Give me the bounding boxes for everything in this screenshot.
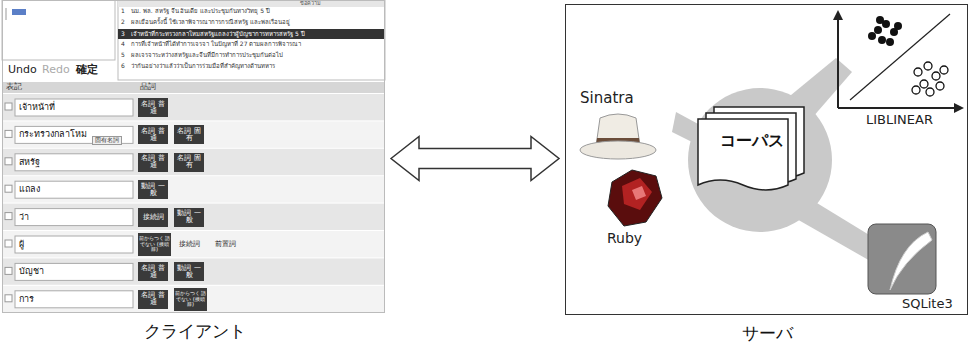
axis-head <box>833 10 843 20</box>
pos-tag: 名詞 固有 <box>174 153 204 172</box>
client-panel: クライアント <box>2 0 385 313</box>
pos-tag: 名詞 普通 <box>138 262 168 281</box>
pos-tag: 動詞 一般 <box>174 262 204 281</box>
button-label: Redo <box>42 64 70 77</box>
word-text: แถลง <box>19 184 40 194</box>
table-row <box>2 121 385 147</box>
sentence-text: การที่เจ้าหน้าที่ได้ทำการเจรจา ในปัญหาที… <box>131 41 301 48</box>
row-number: 3 <box>121 31 125 38</box>
word-text: ผู้ <box>19 239 24 249</box>
node-label: コーパス <box>696 131 808 152</box>
sentence-text: เจ้าหน้าที่กระทรวงกลาโหมสหรัฐแถลงว่าผู้บ… <box>131 31 305 38</box>
tree-pane <box>2 0 115 60</box>
word-input <box>15 209 133 226</box>
panel-caption: クライアント <box>3 320 386 343</box>
panel-caption: サーバ <box>566 322 969 344</box>
word-text: บัญชา <box>19 266 44 276</box>
word-input <box>15 154 133 171</box>
word-text: การ <box>19 294 34 304</box>
gem-facet <box>622 178 652 210</box>
table-row <box>2 286 385 312</box>
sentence-text: นม. พล. สหรัฐ จีน อินเดีย และประชุมกันทา… <box>131 8 270 15</box>
pos-tag: 名詞 普通 <box>138 98 168 117</box>
hat-brim <box>580 141 656 159</box>
selected-row <box>118 29 385 39</box>
list-header <box>118 0 385 7</box>
word-text: ว่า <box>19 212 29 222</box>
pos-tag: 名詞 普通 <box>138 153 168 172</box>
checkbox <box>5 185 12 192</box>
word-input <box>15 236 133 253</box>
pos-tag: 前置詞 <box>210 235 240 254</box>
pos-tag: 動詞 一般 <box>138 180 168 199</box>
row-number: 4 <box>121 41 125 48</box>
checkbox <box>5 158 12 165</box>
table-row <box>2 204 385 230</box>
sentence-text: ผลเจรจาระหว่างสหรัฐและจีนที่มีการทำการปร… <box>131 52 283 59</box>
axis <box>838 107 958 109</box>
pos-tag: 名詞 普通 <box>138 125 168 144</box>
checkbox <box>5 240 12 247</box>
table-row <box>2 258 385 284</box>
document-stack <box>696 105 808 197</box>
sqlite-icon <box>868 224 936 294</box>
row-number: 1 <box>121 8 125 15</box>
pos-tag: 前からつく 語でない (接頭辞) <box>174 288 207 311</box>
sentence-list <box>118 0 385 80</box>
button-label: Undo <box>8 64 37 77</box>
word-text: สหรัฐ <box>19 157 40 167</box>
row-number: 2 <box>121 19 125 26</box>
table-row <box>2 176 385 202</box>
checkbox <box>5 295 12 302</box>
sentence-text: ว่ากันอย่างว่าแล้วว่าเป็นการร่วมมือที่สำ… <box>131 63 275 70</box>
table-rows <box>2 94 385 312</box>
axis-head <box>954 103 964 113</box>
word-input <box>15 181 133 198</box>
pos-tag: 接続詞 <box>174 235 204 254</box>
row-number: 5 <box>121 52 125 59</box>
axis <box>837 16 839 108</box>
double-arrow <box>391 137 559 181</box>
server-panel: コーパスサーバ <box>565 4 968 315</box>
column-header: 品詞 <box>140 83 156 92</box>
ruby-gem <box>608 170 662 226</box>
word-input <box>15 291 133 308</box>
sqlite-feather <box>890 232 932 290</box>
table-row <box>2 231 385 257</box>
process-circle <box>688 88 832 232</box>
checkbox <box>5 130 12 137</box>
database-label: SQLite3 <box>902 297 953 312</box>
pos-tag: 名詞 普通 <box>138 290 168 309</box>
pos-tag: 前からつく 語でない (接頭辞) <box>138 233 171 256</box>
pos-tag: 名詞 固有 <box>174 125 204 144</box>
checkbox <box>5 103 12 110</box>
word-input <box>15 99 133 116</box>
table-header <box>2 82 385 93</box>
column-header: 表記 <box>6 83 22 92</box>
corpus-document: コーパス <box>696 105 808 197</box>
language-label: Ruby <box>607 230 642 246</box>
pos-tag: 動詞 一般 <box>174 208 204 227</box>
sentence-text: ผลเยือนครั้งนี้ ใช้เวลาพิจารณาการกรณีสหร… <box>131 19 290 26</box>
tree-line <box>6 8 7 20</box>
framework-label: Sinatra <box>580 90 634 107</box>
word-text: เจ้าหน้าที่ <box>19 102 55 112</box>
pos-tag: 接続詞 <box>138 208 168 227</box>
word-text: กระทรวงกลาโหม <box>19 129 87 139</box>
table-row <box>2 149 385 175</box>
button-label: 確定 <box>76 64 98 77</box>
scatter-points <box>868 16 948 96</box>
row-number: 6 <box>121 63 125 70</box>
word-input <box>15 263 133 280</box>
checkbox <box>5 267 12 274</box>
tooltip: 固有名詞 <box>92 136 122 144</box>
tree-item <box>12 9 26 15</box>
checkbox <box>5 213 12 220</box>
gem-shine <box>632 186 646 200</box>
separator-line <box>850 14 950 100</box>
library-label: LIBLINEAR <box>866 113 933 128</box>
table-row <box>2 94 385 120</box>
